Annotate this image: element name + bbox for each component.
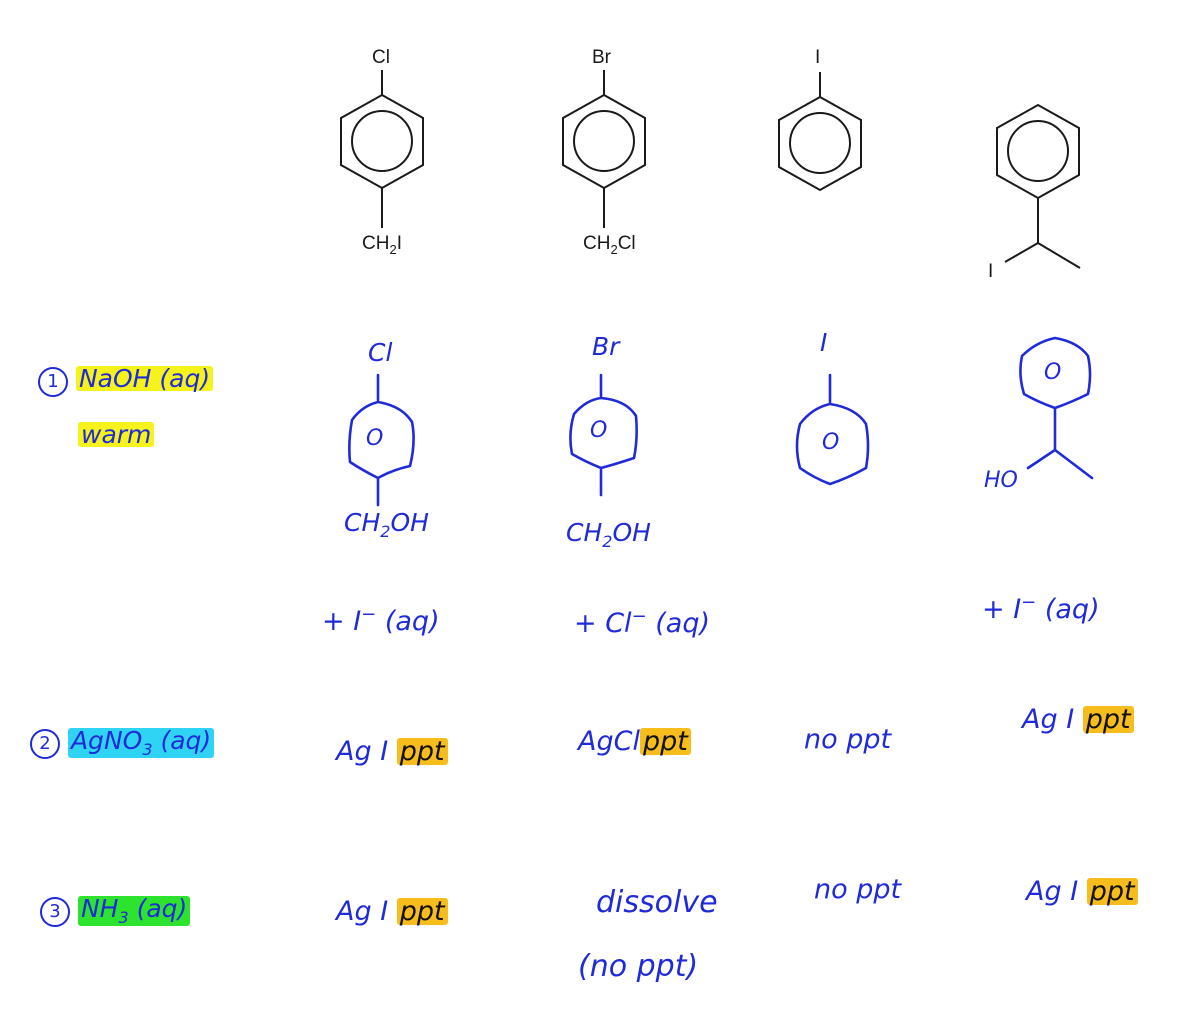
agno3-result-4: Ag I ppt (1022, 706, 1134, 733)
product-3-top-label: I (820, 328, 828, 357)
reactant-1-ring (340, 70, 424, 228)
nh3-result-2-line1: dissolve (596, 885, 718, 920)
product-3-ring-label: O (822, 430, 840, 455)
step-1-reagent: NaOH (aq) (75, 366, 214, 391)
product-4-side-label: HO (984, 468, 1018, 493)
step-2-label: 2 AgNO3 (aq) (30, 728, 215, 759)
reactant-4-side-label: I (988, 261, 994, 282)
product-2-ring-label: O (590, 418, 608, 443)
step-3-reagent: NH3 (aq) (77, 896, 191, 926)
reactant-2-bottom-label: CH2Cl (583, 233, 636, 257)
nh3-result-1: Ag I ppt (336, 898, 448, 925)
step-1-condition: warm (78, 422, 155, 447)
nh3-result-2-line2: (no ppt) (578, 949, 699, 984)
product-4-ion: + I− (aq) (982, 592, 1100, 625)
product-2-bottom-label: CH2OH (566, 518, 651, 551)
reactant-1-bottom-label: CH2I (362, 233, 402, 257)
nh3-result-3: no ppt (814, 874, 902, 905)
agno3-result-1: Ag I ppt (336, 738, 448, 765)
agno3-result-3: no ppt (804, 724, 892, 755)
reactant-2-ring (562, 70, 646, 228)
step-2-reagent: AgNO3 (aq) (67, 728, 215, 758)
product-1-top-label: Cl (368, 338, 393, 367)
reactant-3-top-label: I (815, 47, 821, 68)
reactant-2-top-label: Br (592, 47, 611, 68)
product-4-ring-label: O (1044, 360, 1062, 385)
product-3-ring (795, 373, 870, 486)
product-2-ion: + Cl− (aq) (574, 606, 710, 639)
reactant-3-ring (778, 72, 862, 192)
product-2-top-label: Br (592, 332, 620, 361)
product-1-bottom-label: CH2OH (344, 508, 429, 541)
reactant-1-top-label: Cl (372, 47, 390, 68)
product-4-ring (1019, 336, 1094, 480)
product-1-ion: + I− (aq) (322, 604, 440, 637)
reactant-4-ring (996, 103, 1081, 269)
product-1-ring (348, 373, 415, 507)
step-1-label: 1 NaOH (aq) (38, 366, 214, 397)
step-3-label: 3 NH3 (aq) (40, 896, 191, 927)
product-2-ring (569, 373, 638, 497)
nh3-result-4: Ag I ppt (1026, 878, 1138, 905)
product-1-ring-label: O (366, 426, 384, 451)
